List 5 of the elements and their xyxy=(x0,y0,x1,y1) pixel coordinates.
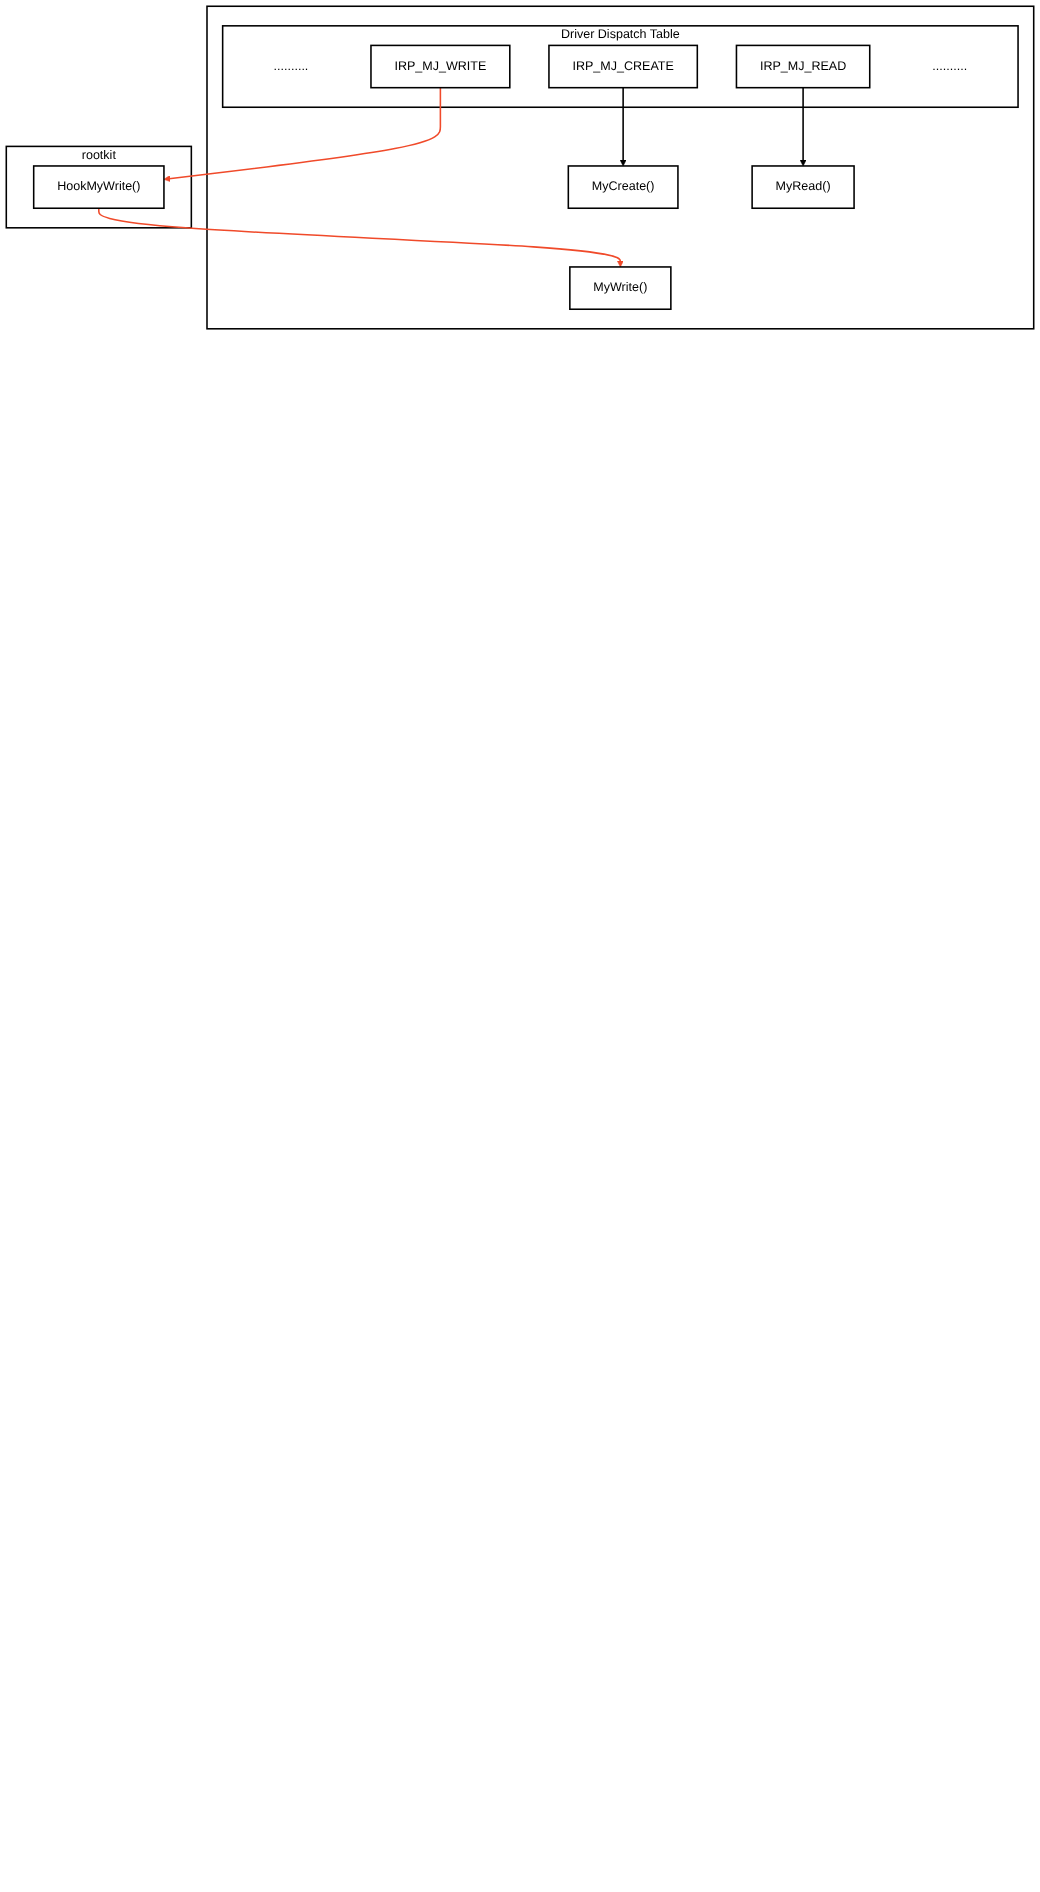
arrow xyxy=(619,86,627,167)
cluster xyxy=(206,5,1035,330)
arrow xyxy=(98,207,624,268)
arrow xyxy=(799,86,807,167)
arrow xyxy=(163,86,442,182)
